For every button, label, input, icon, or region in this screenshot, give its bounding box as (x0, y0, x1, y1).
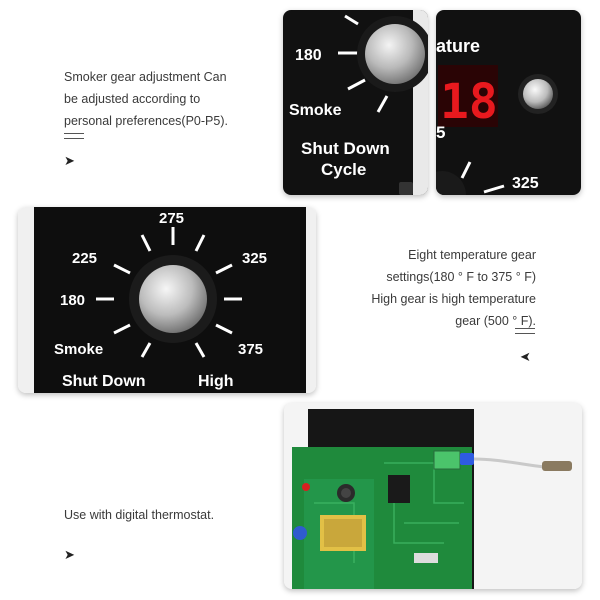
label-cycle: Cycle (321, 160, 366, 179)
dial-knob (365, 24, 425, 84)
label-375: 375 (238, 341, 263, 358)
circuit-board-photo (284, 403, 582, 589)
label-smoke: Smoke (54, 341, 103, 358)
control-panel-closeup-dial: 180 Smoke Shut Down Cycle (283, 10, 428, 195)
caption-digital-thermostat: Use with digital thermostat. (64, 508, 215, 522)
arrow-right-icon: ➤ (64, 547, 75, 562)
control-panel-closeup-display: ature 18 5 325 (436, 10, 581, 195)
label-180: 180 (295, 47, 322, 64)
label-shut-down: Shut Down (62, 373, 146, 390)
label-325: 325 (512, 175, 539, 192)
led-display: 18 (440, 74, 498, 130)
label-high: High (198, 373, 234, 390)
caption-divider (64, 133, 84, 139)
arrow-right-icon: ➤ (64, 153, 75, 168)
label-smoke: Smoke (289, 102, 342, 119)
dial-knob-main (139, 265, 207, 333)
arrow-left-icon: ➤ (520, 349, 531, 364)
caption-smoker-gear: Smoker gear adjustment Can be adjusted a… (64, 70, 228, 128)
label-partial: 5 (436, 123, 445, 142)
control-panel-full-dial: 275 225 325 180 Smoke 375 Shut Down High (18, 207, 316, 393)
caption-divider (515, 328, 535, 334)
label-225: 225 (72, 250, 97, 267)
display-button (523, 79, 553, 109)
label-275: 275 (159, 210, 184, 227)
label-shut-down: Shut Down (301, 139, 390, 158)
label-temperature-partial: ature (436, 36, 480, 56)
label-325: 325 (242, 250, 267, 267)
caption-temperature-settings: Eight temperature gear settings(180 ° F … (371, 248, 536, 328)
label-180: 180 (60, 292, 85, 309)
